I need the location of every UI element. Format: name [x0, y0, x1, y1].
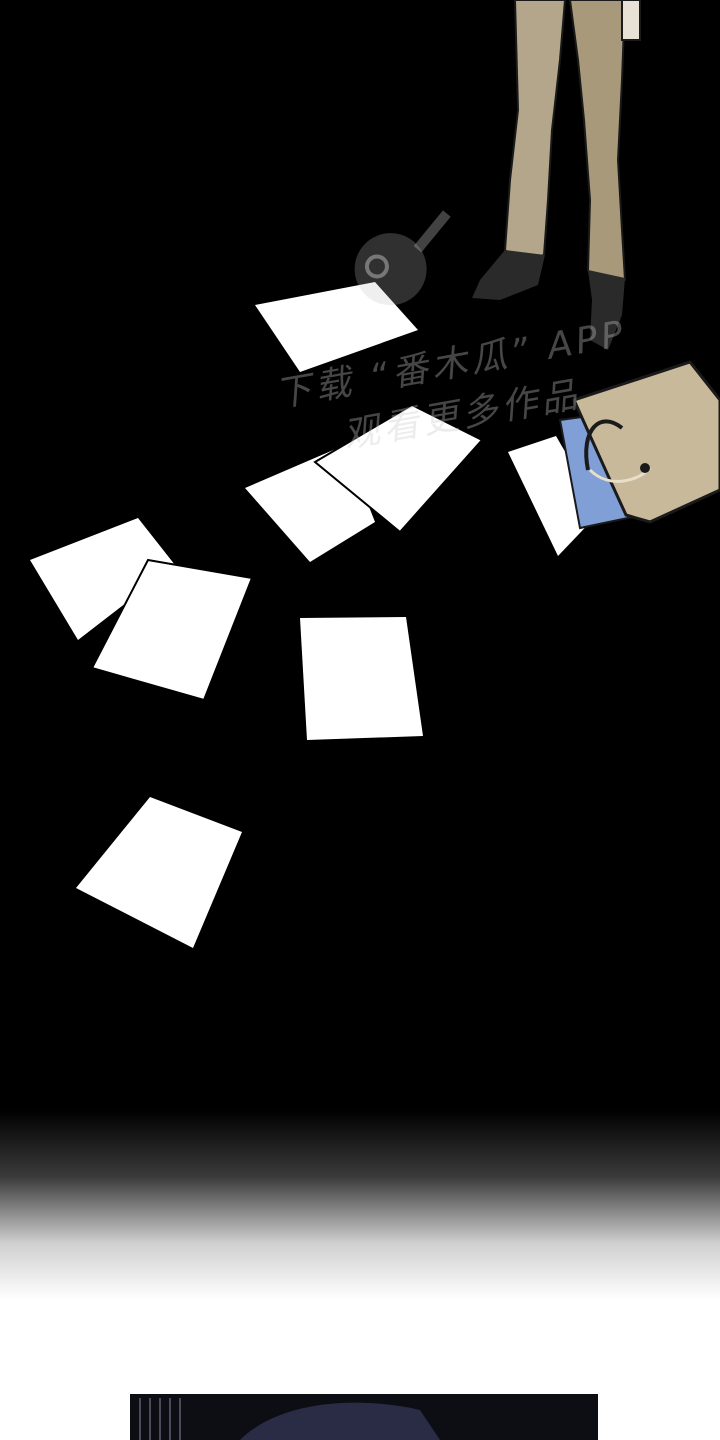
- standing-figure-legs: [472, 0, 641, 350]
- paper-sheet: [90, 558, 254, 702]
- bag-strap: [584, 419, 624, 471]
- paper-sheet: [508, 436, 600, 556]
- paper-sheet: [30, 518, 175, 640]
- paper-sheet: [76, 797, 242, 948]
- paper-sheet: [300, 617, 423, 740]
- shoulder-bag: [571, 360, 720, 524]
- paper-sheet: [313, 403, 484, 534]
- fade-gradient: [0, 1110, 720, 1300]
- paper-sheet: [255, 282, 418, 372]
- hand-cuff: [621, 0, 641, 41]
